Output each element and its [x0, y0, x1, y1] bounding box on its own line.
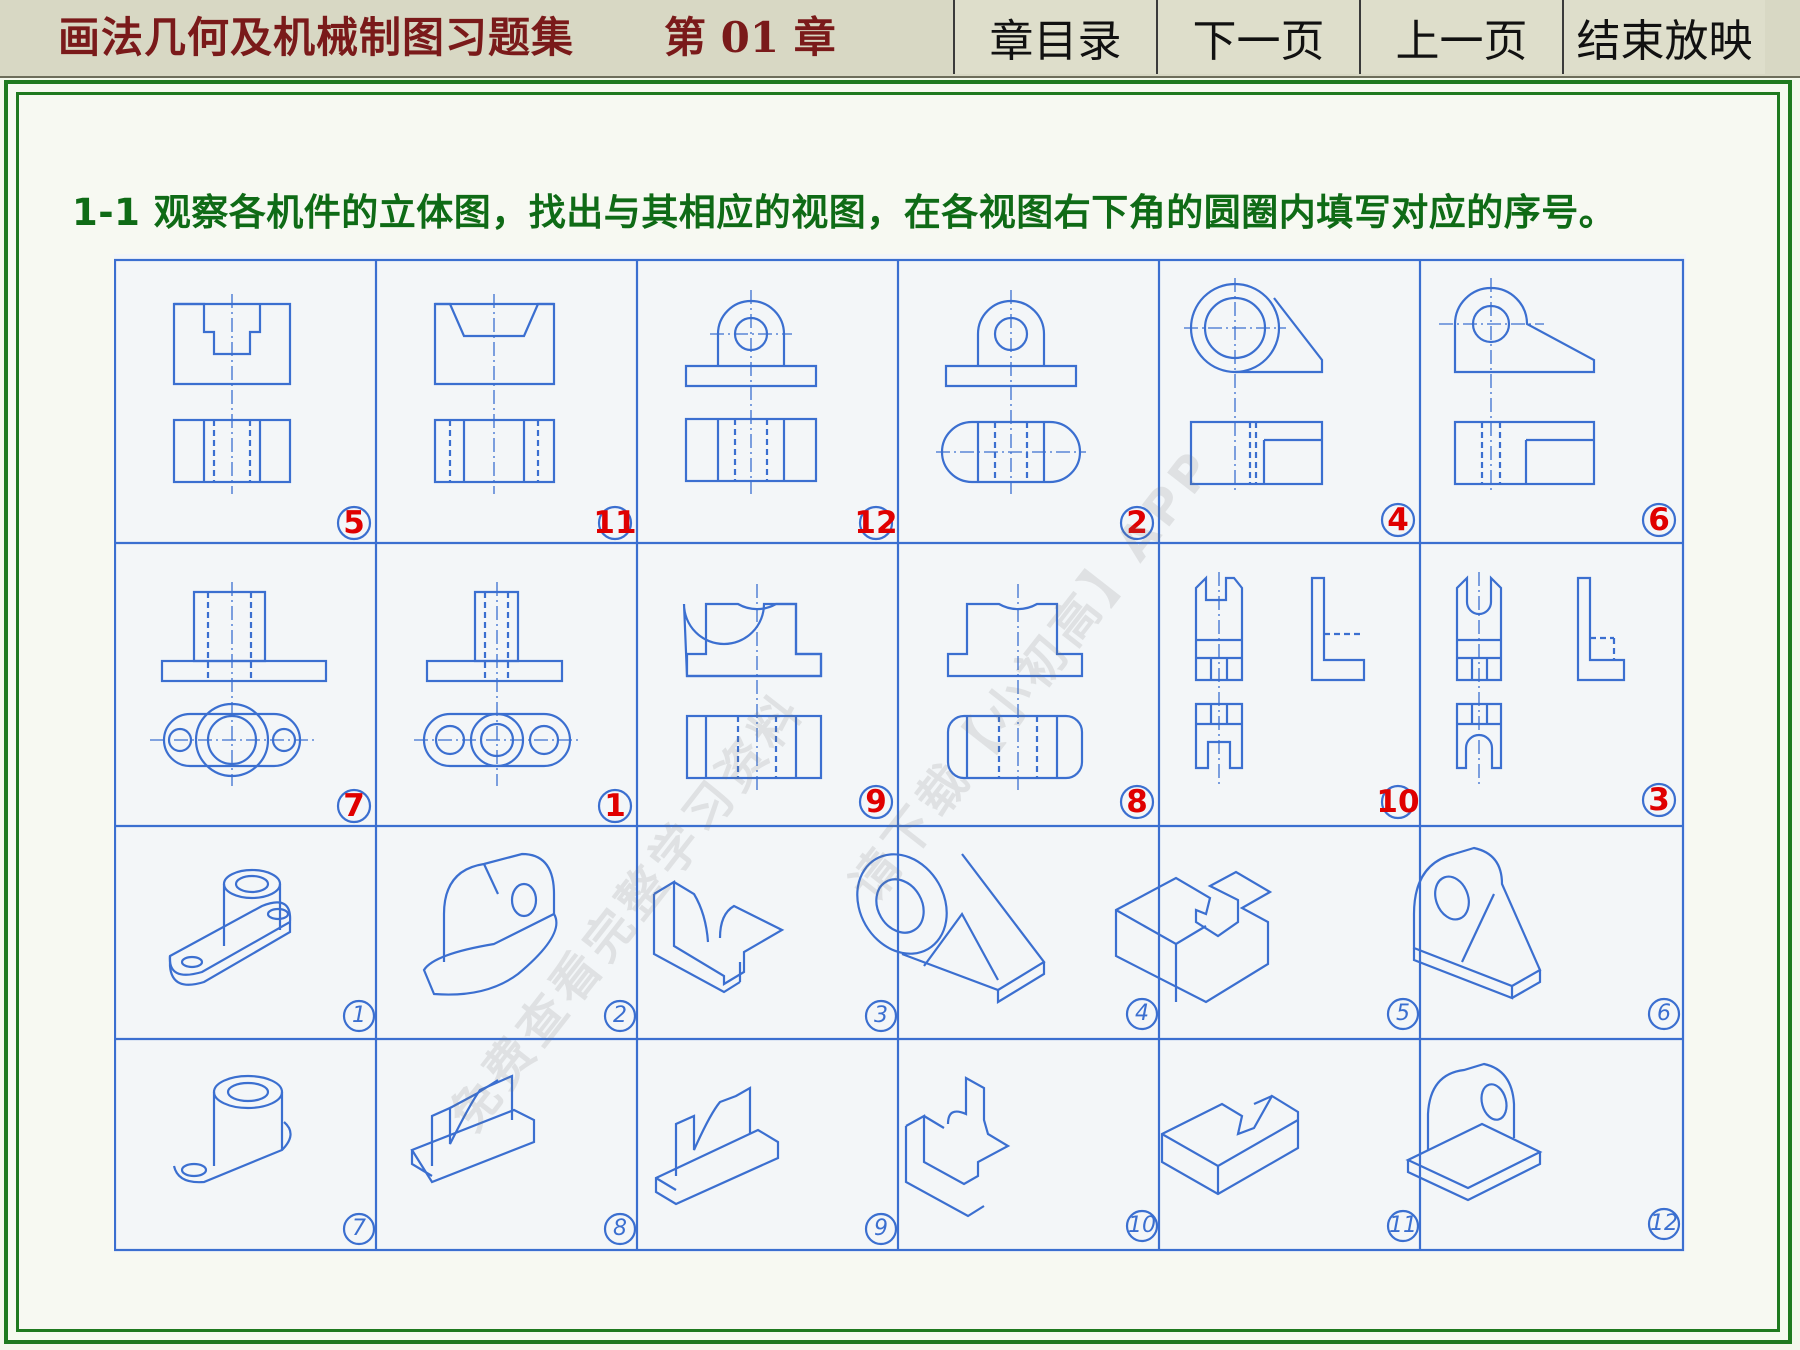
iso-part-11	[1160, 1094, 1300, 1196]
iso-number: 10	[1128, 1213, 1156, 1238]
view-cell-5	[1184, 278, 1324, 494]
view-cell-2	[433, 294, 556, 494]
iso-number: 6	[1657, 1001, 1671, 1026]
answer-label[interactable]: 6	[1648, 502, 1670, 538]
iso-part-4	[856, 853, 1046, 1004]
answer-circle	[1641, 502, 1677, 538]
answer-label[interactable]: 3	[1648, 782, 1670, 818]
iso-part-8	[410, 1074, 536, 1184]
answer-circle	[858, 784, 894, 820]
iso-number: 9	[874, 1216, 888, 1241]
answer-circle	[1119, 784, 1155, 820]
chapter-label: 第 01 章	[664, 13, 836, 62]
answer-circle	[858, 505, 894, 541]
iso-circle	[1647, 997, 1681, 1031]
iso-circle	[603, 1212, 637, 1246]
iso-part-3	[652, 880, 785, 994]
answer-label[interactable]: 9	[865, 784, 887, 820]
view-cell-1	[172, 294, 292, 494]
iso-circle	[342, 999, 376, 1033]
iso-circle	[1386, 997, 1420, 1031]
view-cell-4	[936, 290, 1086, 494]
end-slideshow-button[interactable]: 结束放映	[1562, 0, 1765, 74]
iso-part-6	[1412, 846, 1542, 1000]
next-page-button[interactable]: 下一页	[1156, 0, 1359, 74]
view-cell-10	[946, 584, 1084, 794]
iso-part-1	[168, 868, 292, 986]
app-title: 画法几何及机械制图习题集	[58, 13, 575, 62]
exercise-drawing	[114, 258, 1685, 1252]
answer-circle	[597, 788, 633, 824]
iso-circle	[1125, 1209, 1159, 1243]
iso-number: 7	[352, 1216, 366, 1241]
iso-part-7	[172, 1074, 292, 1184]
iso-number: 12	[1650, 1211, 1678, 1236]
nav-bar: 章目录 下一页 上一页 结束放映	[953, 0, 1765, 76]
view-cell-7	[150, 582, 328, 786]
answer-label[interactable]: 12	[854, 505, 898, 541]
iso-number: 3	[874, 1003, 888, 1028]
iso-number: 8	[613, 1216, 627, 1241]
iso-circle	[1125, 997, 1159, 1031]
answer-label[interactable]: 10	[1376, 784, 1420, 820]
view-cell-9	[682, 584, 823, 794]
iso-circle	[1647, 1207, 1681, 1241]
iso-part-2	[422, 852, 558, 996]
answer-label[interactable]: 11	[593, 505, 637, 541]
top-toolbar: 画法几何及机械制图习题集 第 01 章 章目录 下一页 上一页 结束放映	[0, 0, 1800, 78]
view-cell-3	[684, 290, 818, 494]
answer-label[interactable]: 5	[343, 505, 365, 541]
answer-label[interactable]: 4	[1387, 502, 1409, 538]
iso-number: 1	[352, 1003, 366, 1028]
prev-page-button[interactable]: 上一页	[1359, 0, 1562, 74]
exercise-instruction: 1-1 观察各机件的立体图，找出与其相应的视图，在各视图右下角的圆圈内填写对应的…	[72, 191, 1617, 234]
view-cell-8	[414, 582, 580, 786]
iso-number: 4	[1135, 1001, 1149, 1026]
view-cell-6	[1439, 278, 1596, 494]
iso-circle	[342, 1212, 376, 1246]
iso-number: 5	[1396, 1001, 1410, 1026]
iso-circle	[1386, 1209, 1420, 1243]
iso-part-12	[1405, 1062, 1543, 1202]
iso-circle	[603, 999, 637, 1033]
answer-circle	[1380, 784, 1416, 820]
answer-label[interactable]: 7	[343, 788, 365, 824]
view-cell-11	[1194, 572, 1366, 784]
view-cell-12	[1455, 572, 1626, 784]
toc-button[interactable]: 章目录	[953, 0, 1156, 74]
answer-circle	[597, 505, 633, 541]
answer-circle	[1380, 502, 1416, 538]
iso-number: 11	[1389, 1213, 1417, 1238]
iso-number: 2	[613, 1003, 627, 1028]
answer-label[interactable]: 8	[1126, 784, 1148, 820]
iso-circle	[864, 999, 898, 1033]
iso-part-10	[904, 1076, 1011, 1218]
answer-label[interactable]: 2	[1126, 505, 1148, 541]
answer-circle	[1119, 505, 1155, 541]
answer-label[interactable]: 1	[604, 788, 626, 824]
iso-part-9	[654, 1086, 780, 1206]
exercise-sheet: 5 11 12 2 4 6 7 1 9 8 10 3 1 2 3 4 5 6 7…	[114, 254, 1686, 1252]
iso-circle	[864, 1212, 898, 1246]
answer-circle	[336, 788, 372, 824]
iso-part-5	[1114, 870, 1273, 1004]
answer-circle	[1641, 782, 1677, 818]
answer-circle	[336, 505, 372, 541]
